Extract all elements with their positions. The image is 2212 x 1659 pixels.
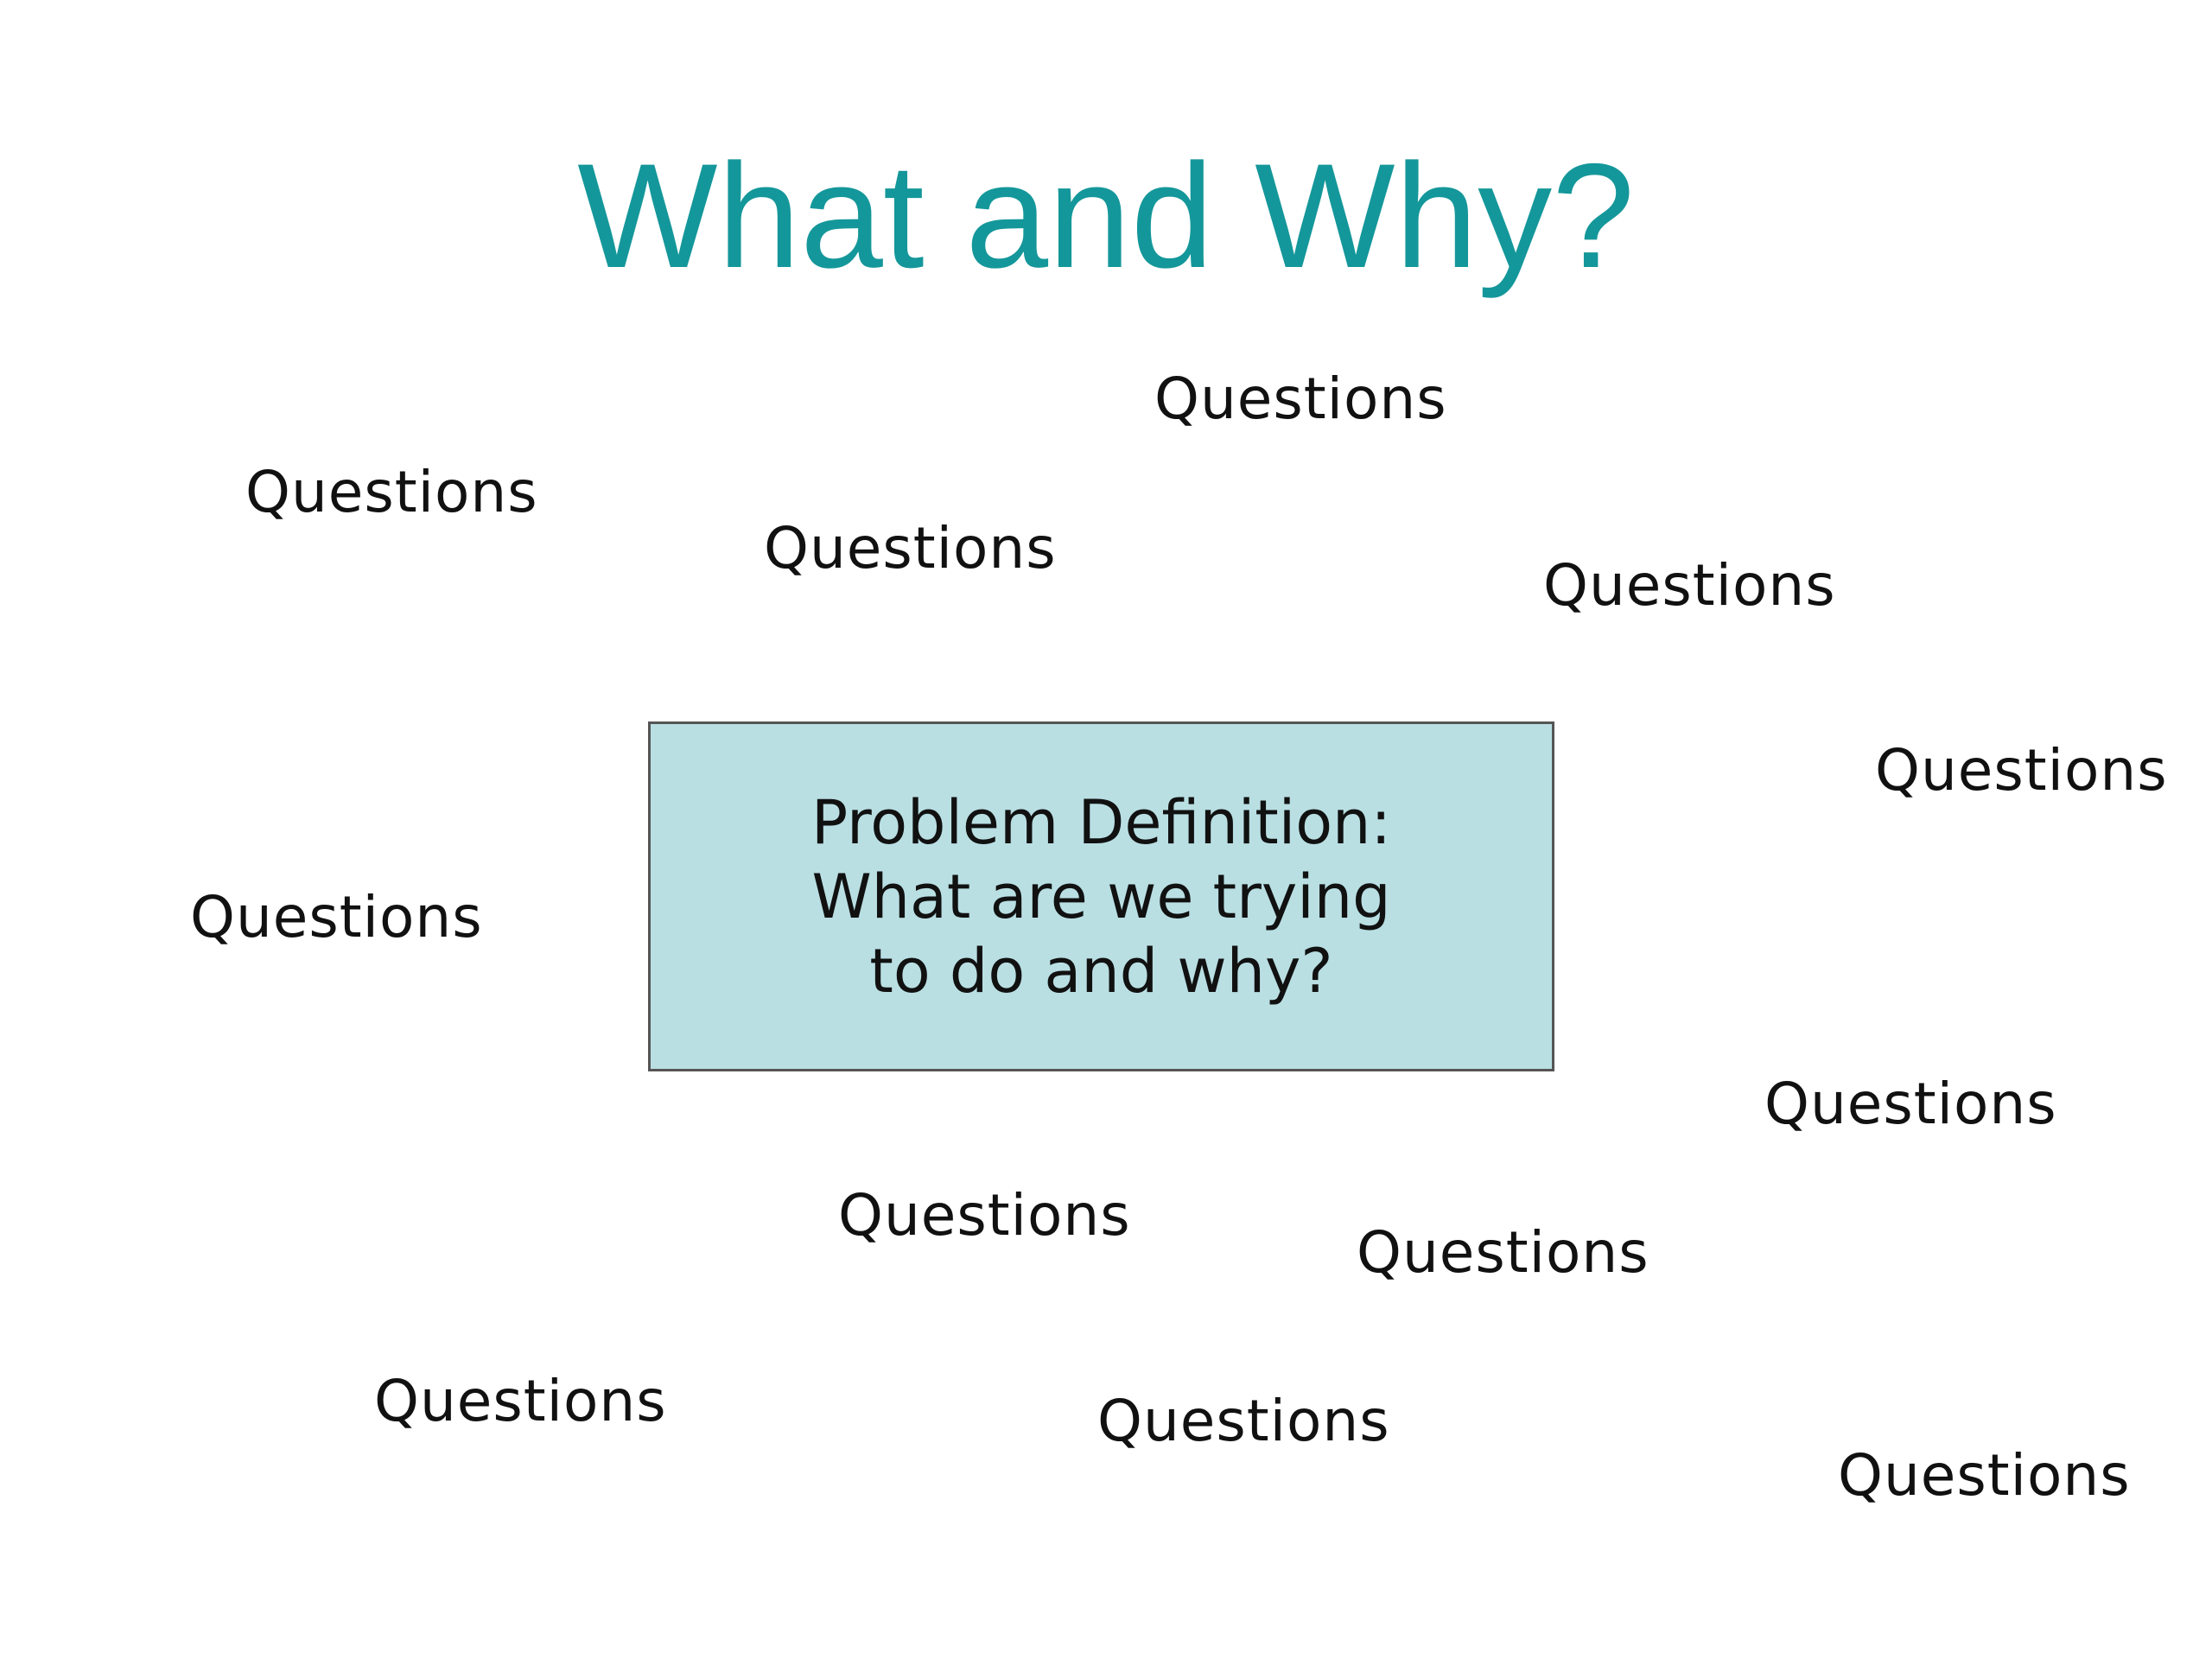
questions-label: Questions: [764, 515, 1057, 582]
questions-label: Questions: [1357, 1219, 1649, 1286]
questions-label: Questions: [1838, 1442, 2131, 1509]
questions-label: Questions: [1543, 552, 1836, 619]
problem-definition-box: Problem Definition: What are we trying t…: [648, 721, 1554, 1071]
questions-label: Questions: [245, 459, 538, 525]
questions-label: Questions: [1154, 365, 1447, 432]
questions-label: Questions: [1097, 1388, 1390, 1454]
questions-label: Questions: [190, 884, 483, 950]
questions-label: Questions: [1875, 737, 2168, 804]
questions-label: Questions: [1764, 1071, 2057, 1137]
questions-label: Questions: [838, 1182, 1131, 1249]
slide-title: What and Why?: [577, 133, 1635, 299]
problem-definition-text: Problem Definition: What are we trying t…: [811, 786, 1391, 1007]
questions-label: Questions: [374, 1368, 667, 1434]
